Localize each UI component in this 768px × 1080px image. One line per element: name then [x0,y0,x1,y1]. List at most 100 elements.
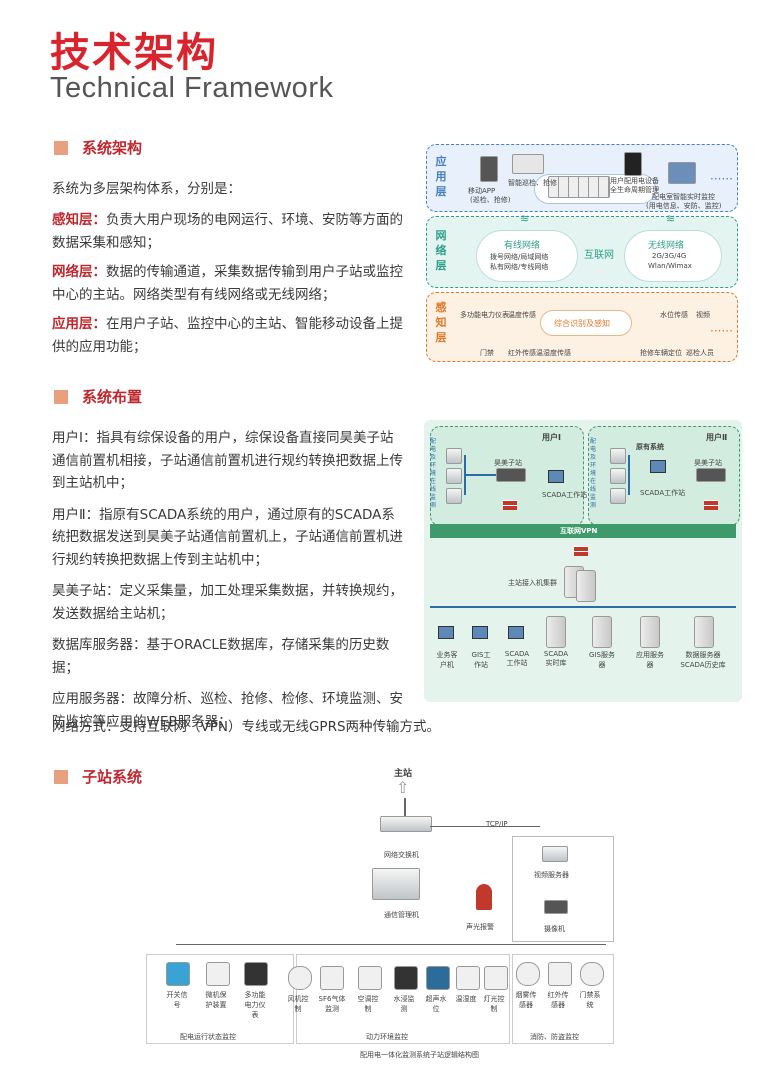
sense-label: 视频 [696,311,710,319]
firewall-icon [503,500,517,510]
device-label: 烟雾传感器 [515,991,537,1009]
mobile-phone-icon [480,156,498,182]
app-layer-label: 应用层 [435,155,447,198]
gateway-icon [496,468,526,482]
group-label: 消防、防盗监控 [530,1033,579,1041]
light-control-icon [484,966,508,990]
sense-layer-label: 感知层 [435,301,447,344]
device-label: 红外传感器 [547,991,569,1009]
group-label: 动力环境监控 [366,1033,408,1041]
wifi-icon: ≋ [666,212,676,225]
app-label: 配电室智能实时监控 [652,193,715,201]
scada2-label: SCADA工作站 [640,489,686,497]
camera-icon [544,900,568,914]
hm2-label: 昊美子站 [694,459,722,467]
app-label: (用电信息、安防、监控) [646,202,722,210]
layout-para: 昊美子站：定义采集量，加工处理采集数据，并转换规约，发送数据给主站机； [52,583,403,622]
access-control-icon [580,962,604,986]
page-title-en: Technical Framework [50,72,334,104]
bottom-label: GIS工作站 [471,651,491,669]
ultrasonic-sensor-icon [426,966,450,990]
fan-icon [288,966,312,990]
wired-label: 有线网络 [504,241,541,251]
tcpip-label: TCP/IP [486,820,508,828]
workstation-icon [548,470,564,483]
network-layer-label: 网络层 [435,229,447,272]
group-box [146,954,294,1044]
sense-label: 多功能电力仪表 [460,311,509,319]
client-icon [472,626,488,639]
sense-label: 温湿度传感 [536,349,571,357]
section-heading-text: 系统布置 [82,388,143,406]
device-label: 温湿度 [455,995,477,1003]
wifi-icon: ≋ [520,212,530,225]
protection-device-icon [446,468,462,484]
firewall-icon [704,500,718,510]
water-sensor-icon [394,966,418,990]
arch-item: 网络层：数据的传输通道，采集数据传输到用户子站或监控中心的主站。网络类型有有线网… [52,264,403,303]
device-label: 超声水位 [425,995,447,1013]
video-server-label: 视频服务器 [534,871,569,879]
switch-signal-icon [166,962,190,986]
user2-side-label: 配电及环境在线监测 [590,438,597,509]
bus-line [176,944,606,945]
protection-device-icon [446,488,462,504]
protection-device-icon [610,488,626,504]
group-box [296,954,510,1044]
device-label: 空调控制 [357,995,379,1013]
wireless-sub-label: 2G/3G/4G [652,252,687,260]
sense-label: 红外传感 [508,349,536,357]
comm-manager-icon [372,868,420,900]
connector-line [430,826,540,827]
tablet-icon [512,154,544,174]
master-server-icon [576,570,596,602]
orig-system-label: 原有系统 [636,443,664,451]
bottom-label: 应用服务器 [636,651,664,669]
arch-intro: 系统为多层架构体系，分别是： [52,181,241,197]
layout-para: 用户Ⅱ：指原有SCADA系统的用户，通过原有的SCADA系统把数据发送到昊美子站… [52,506,403,568]
scada1-label: SCADA工作站 [542,491,588,499]
page-title-cn: 技术架构 [50,30,218,76]
protection-device-icon [206,962,230,986]
device-label: SF6气体监测 [318,995,346,1013]
server-tower-icon [624,152,642,176]
server-icon [592,616,612,648]
computer-icon [668,162,696,184]
wired-sub-label-2: 私有网络/专线网络 [490,263,549,271]
layout-para: 应用服务器：故障分析、巡检、抢修、检修、环境监测、安防监控等应用的WEB服务器； [52,691,403,730]
device-label: 开关信号 [166,991,188,1009]
internet-label: 互联网 [584,250,614,261]
protection-device-icon [610,448,626,464]
smoke-sensor-icon [516,962,540,986]
device-label: 风机控制 [287,995,309,1013]
bottom-label: SCADA工作站 [504,650,530,667]
server-icon [694,616,714,648]
arch-text: 系统为多层架构体系，分别是： 感知层：负责大用户现场的电网运行、环境、安防等方面… [52,178,404,359]
ellipsis-icon: ······ [710,324,733,338]
device-label: 灯光控制 [483,995,505,1013]
alarm-label: 声光报警 [466,923,494,931]
section-heading-substation: 子站系统 [54,766,142,787]
master-station-label: 主站 [394,769,413,779]
layout-diagram: 用户Ⅰ 用户Ⅱ 配电及环境在线监测 配电及环境在线监测 昊美子站 SCADA工作… [424,420,742,702]
section-heading-text: 子站系统 [82,768,143,786]
client-icon [508,626,524,639]
app-label: 用户配用电设备 [610,177,659,185]
bottom-label: 数据服务器SCADA历史库 [680,651,726,669]
comm-mgr-label: 通信管理机 [384,911,419,919]
wired-sub-label: 拨号网络/局域网络 [490,253,549,261]
user2-label: 用户Ⅱ [706,433,728,442]
protection-device-icon [610,468,626,484]
sense-label: 综合识别及感知 [554,319,610,328]
connector-line [464,474,496,476]
alarm-icon [476,884,492,910]
client-icon [438,626,454,639]
server-icon [546,616,566,648]
power-meter-icon [244,962,268,986]
wired-cloud [476,230,578,282]
bottom-label: 业务客户机 [436,651,458,669]
wireless-label: 无线网络 [648,241,685,251]
firewall-icon [574,546,588,556]
sense-label: 巡检人员 [686,349,714,357]
sense-label: 抢修车辆定位 [640,349,682,357]
